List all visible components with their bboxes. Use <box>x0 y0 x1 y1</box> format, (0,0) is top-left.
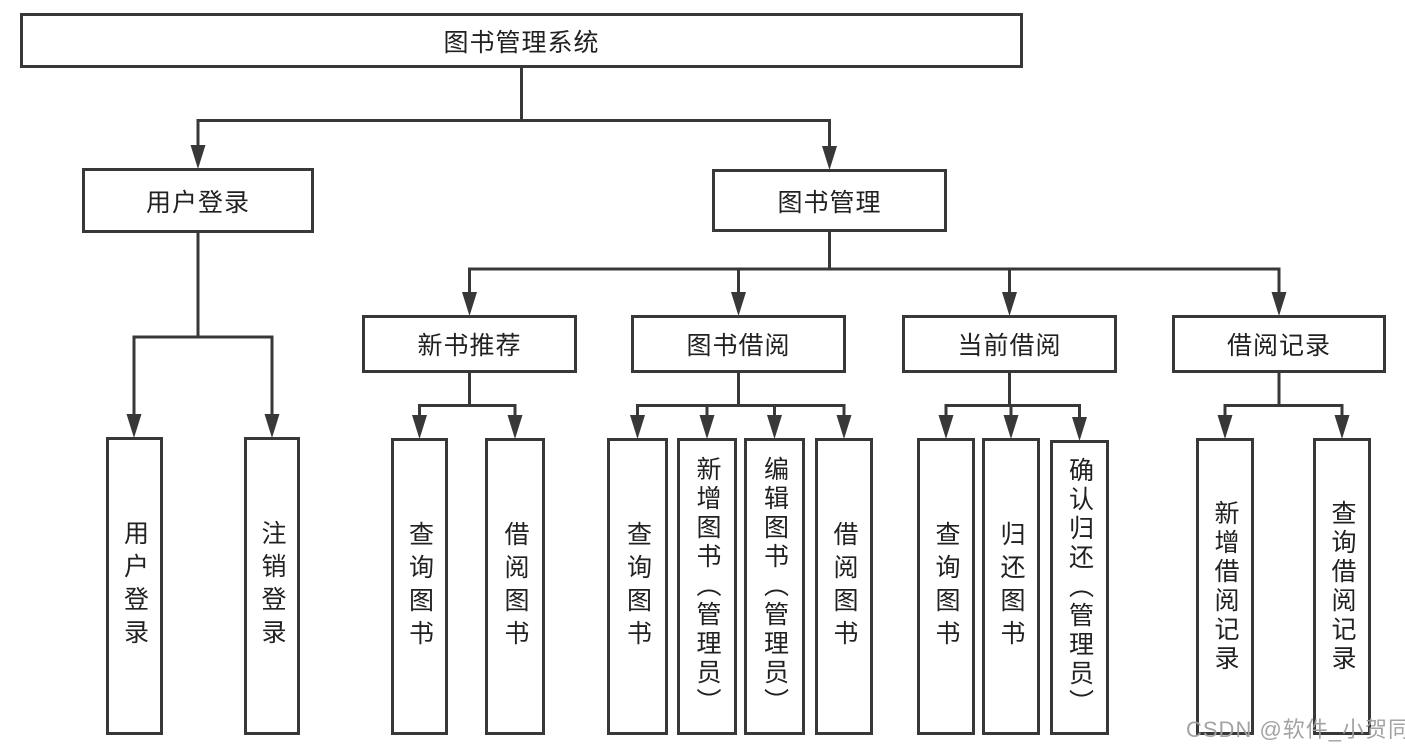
node-label: 图书管理 <box>777 188 882 217</box>
node-label: 新书推荐 <box>417 332 522 360</box>
node-book-management: 图书管理 <box>712 169 947 232</box>
connector-borrowing-subtree <box>636 371 846 407</box>
connector-current-subtree <box>944 371 1081 407</box>
leaf-add-book-admin: 新增图书（管理员） <box>677 438 737 735</box>
leaf-user-login: 用户登录 <box>106 437 163 735</box>
node-label: 注销登录 <box>258 520 286 652</box>
leaf-query-borrow-record: 查询借阅记录 <box>1313 438 1371 735</box>
node-label: 查询图书 <box>405 520 434 653</box>
node-borrowing-records: 借阅记录 <box>1172 315 1386 373</box>
node-label: 图书借阅 <box>686 332 791 360</box>
leaf-borrow-books-recommend: 借阅图书 <box>485 438 545 735</box>
node-label: 借阅图书 <box>501 520 529 653</box>
node-label: 新增图书（管理员） <box>693 456 721 717</box>
node-book-borrowing: 图书借阅 <box>631 315 846 373</box>
connector-user-login-subtree <box>132 231 274 339</box>
node-label: 查询借阅记录 <box>1328 499 1356 674</box>
watermark-text: CSDN @软件_小贺同学 <box>1186 717 1405 742</box>
leaf-confirm-return-admin: 确认归还（管理员） <box>1050 440 1109 735</box>
node-label: 新增借阅记录 <box>1211 499 1239 674</box>
leaf-add-borrow-record: 新增借阅记录 <box>1196 438 1254 735</box>
node-label: 查询图书 <box>932 520 960 653</box>
connector-root-to-level2 <box>196 66 831 122</box>
leaf-return-books: 归还图书 <box>982 438 1040 735</box>
node-label: 查询图书 <box>623 520 652 653</box>
node-label: 当前借阅 <box>957 332 1062 360</box>
node-new-book-recommendation: 新书推荐 <box>362 315 577 373</box>
leaf-borrow-books-borrowing: 借阅图书 <box>815 438 873 735</box>
leaf-query-books-current: 查询图书 <box>917 438 975 735</box>
connector-book-mgmt-to-level3 <box>468 230 1281 271</box>
node-user-login: 用户登录 <box>82 168 314 233</box>
leaf-logout: 注销登录 <box>244 437 300 735</box>
node-current-borrowing: 当前借阅 <box>902 315 1117 373</box>
leaf-edit-book-admin: 编辑图书（管理员） <box>744 438 805 735</box>
node-label: 用户登录 <box>120 520 149 652</box>
connector-recommend-subtree <box>418 371 517 407</box>
node-label: 确认归还（管理员） <box>1065 457 1094 718</box>
connector-records-subtree <box>1223 371 1344 407</box>
leaf-query-books-borrowing: 查询图书 <box>607 438 668 735</box>
node-label: 归还图书 <box>997 520 1025 653</box>
node-label: 编辑图书（管理员） <box>760 456 789 717</box>
node-library-system: 图书管理系统 <box>20 13 1023 68</box>
node-label: 借阅图书 <box>830 520 858 653</box>
node-label: 用户登录 <box>145 188 250 217</box>
node-label: 图书管理系统 <box>443 28 600 57</box>
node-label: 借阅记录 <box>1226 332 1331 360</box>
leaf-query-books-recommend: 查询图书 <box>391 438 448 735</box>
